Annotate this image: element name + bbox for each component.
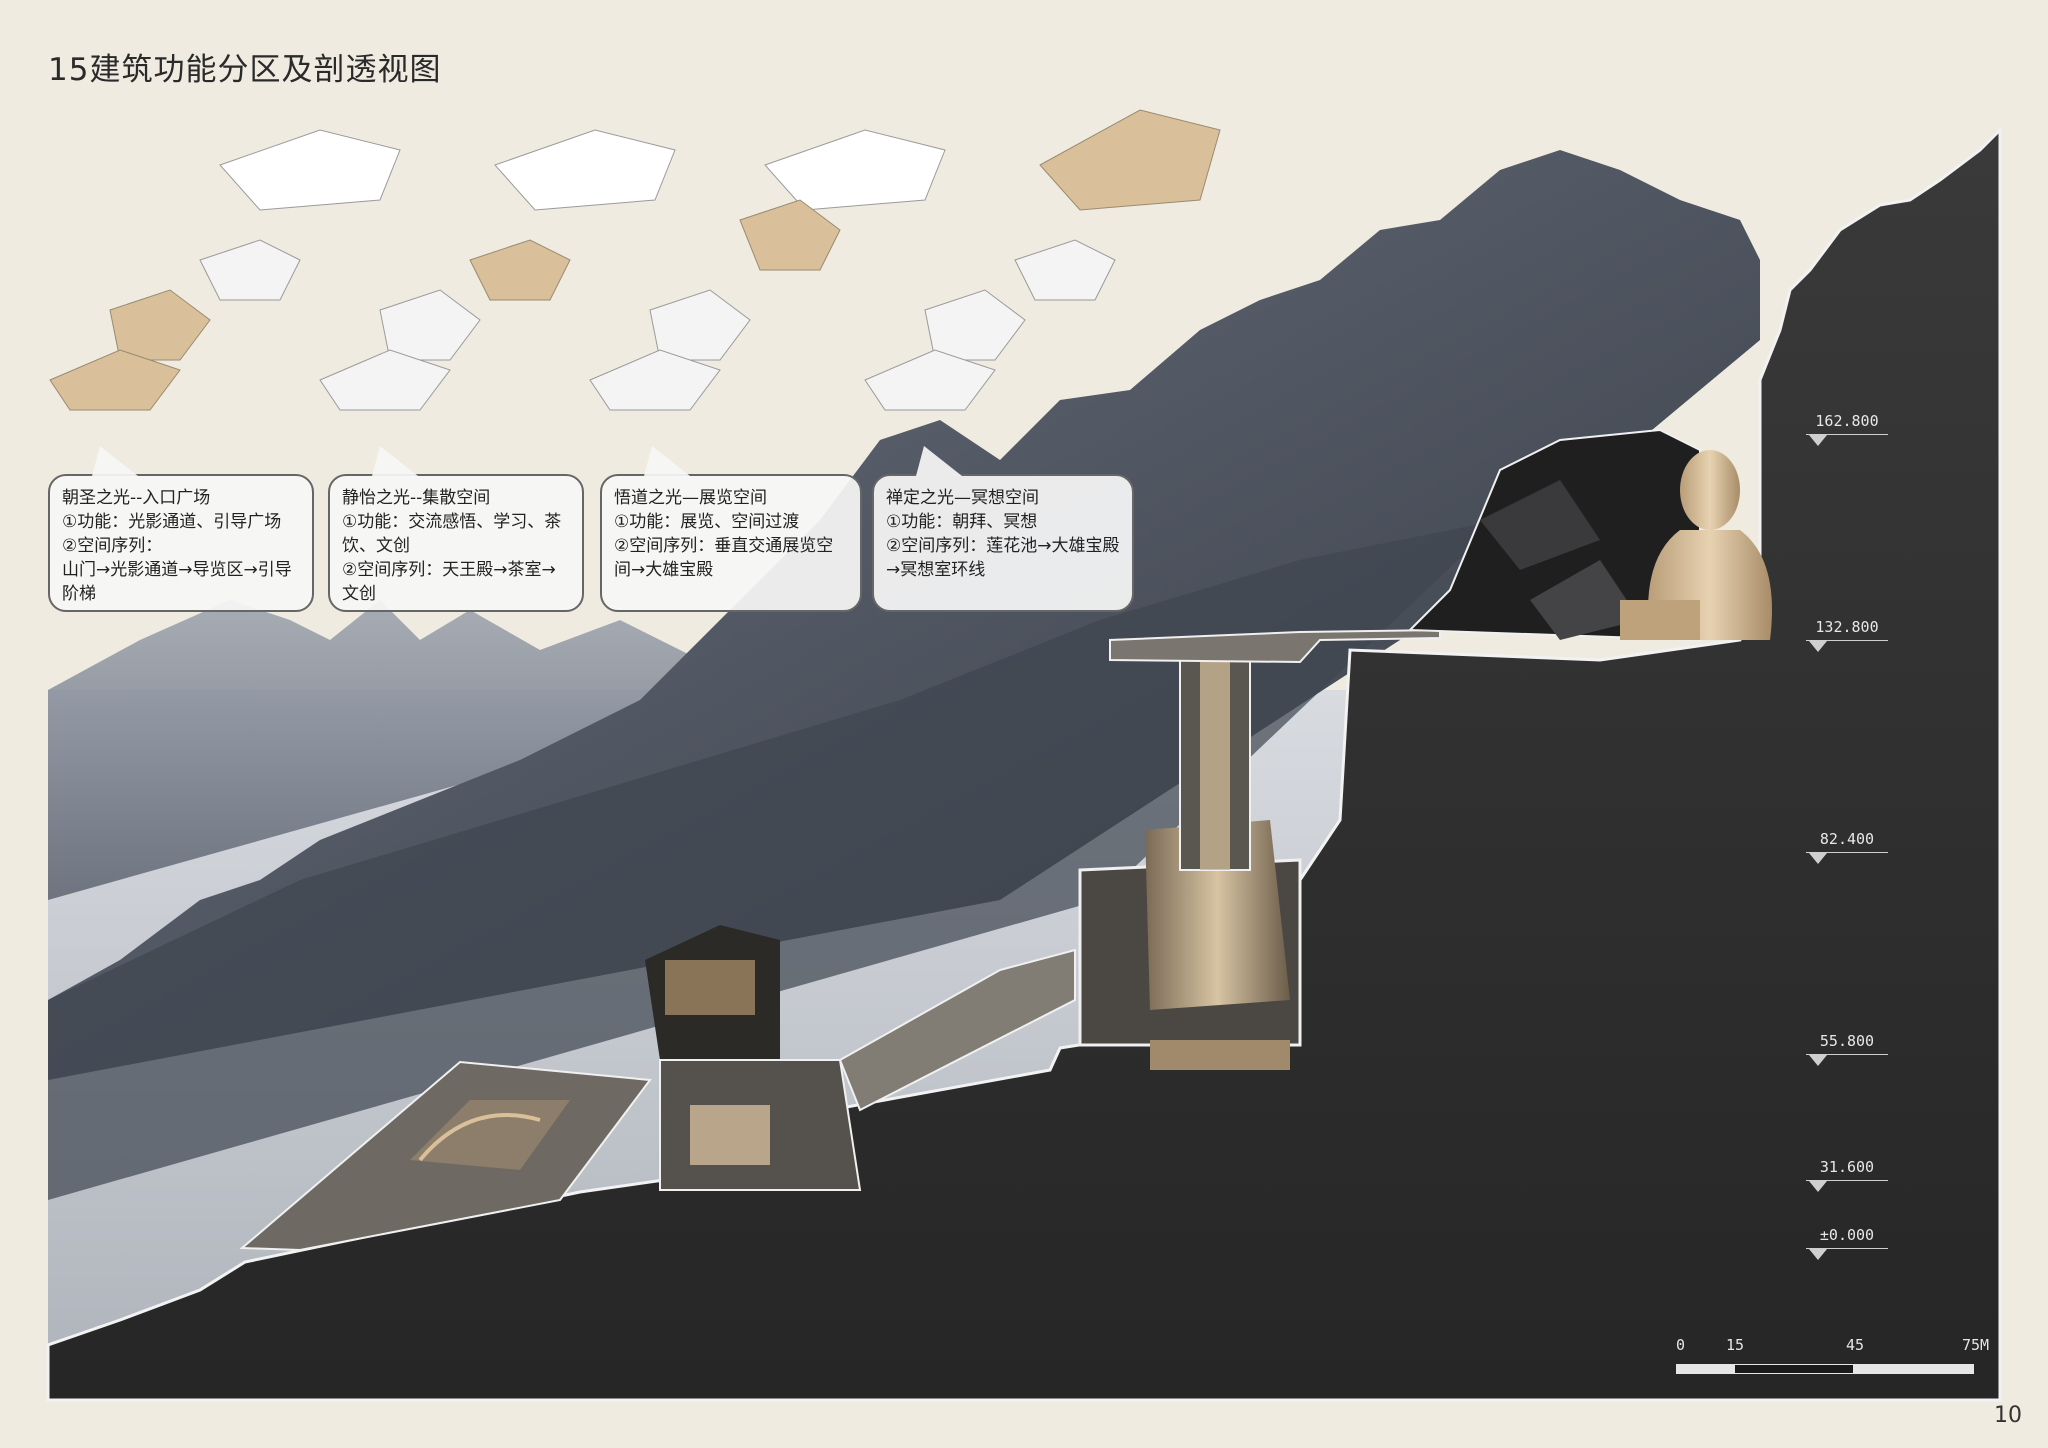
top-deck bbox=[1109, 628, 1441, 664]
scale-tick: 0 bbox=[1676, 1336, 1686, 1354]
elevation-triangle-icon bbox=[1809, 641, 1827, 652]
elevation-triangle-icon bbox=[1809, 1249, 1827, 1260]
elevation-label: 55.800 bbox=[1819, 1032, 1875, 1050]
entrance-plaza bbox=[239, 1060, 652, 1252]
axonometric-3 bbox=[589, 129, 946, 411]
scale-tick: 15 bbox=[1726, 1336, 1745, 1354]
buddha-statue bbox=[1620, 450, 1772, 640]
elevation-label: 132.800 bbox=[1815, 618, 1879, 636]
zone-line: ②空间序列：天王殿→茶室→文创 bbox=[342, 560, 556, 604]
elevation-marker: 31.600 bbox=[1806, 1158, 1888, 1192]
exhibition-tower bbox=[1078, 640, 1302, 1070]
zone-line: ①功能：朝拜、冥想 bbox=[886, 512, 1038, 532]
zone-line: ①功能：光影通道、引导广场 bbox=[62, 512, 282, 532]
elevation-triangle-icon bbox=[1809, 853, 1827, 864]
zone-bubble-meditation: 禅定之光—冥想空间 ①功能：朝拜、冥想 ②空间序列：莲花池→大雄宝殿→冥想室环线 bbox=[872, 446, 1134, 612]
elevation-triangle-icon bbox=[1809, 1055, 1827, 1066]
zone-bubble-entrance: 朝圣之光--入口广场 ①功能：光影通道、引导广场 ②空间序列： 山门→光影通道→… bbox=[48, 446, 314, 612]
scale-tick: 45 bbox=[1846, 1336, 1865, 1354]
gate-hall bbox=[645, 925, 862, 1191]
zone-title: 朝圣之光--入口广场 bbox=[62, 488, 211, 508]
page-number: 10 bbox=[1994, 1403, 2022, 1428]
scale-tick: 75M bbox=[1962, 1336, 1990, 1354]
ramp-corridor bbox=[838, 948, 1076, 1112]
zone-title: 静怡之光--集散空间 bbox=[342, 488, 491, 508]
elevation-label: ±0.000 bbox=[1819, 1226, 1875, 1244]
zone-line: ②空间序列：莲花池→大雄宝殿→冥想室环线 bbox=[886, 536, 1120, 580]
page-title: 15建筑功能分区及剖透视图 bbox=[48, 52, 442, 88]
zoning-axonometrics bbox=[49, 109, 1221, 411]
axonometric-1 bbox=[49, 129, 401, 411]
elevation-label: 82.400 bbox=[1819, 830, 1875, 848]
elevation-label: 162.800 bbox=[1815, 412, 1879, 430]
scale-segment bbox=[1676, 1364, 1734, 1374]
elevation-marker: 132.800 bbox=[1806, 618, 1888, 652]
meditation-hall bbox=[1407, 428, 1701, 642]
zone-line: ②空间序列： bbox=[62, 536, 163, 556]
elevation-marker: 82.400 bbox=[1806, 830, 1888, 864]
scale-bar: 0 15 45 75M bbox=[1676, 1336, 1990, 1386]
zone-title: 悟道之光—展览空间 bbox=[614, 488, 767, 508]
axonometric-2 bbox=[319, 129, 676, 411]
zone-title: 禅定之光—冥想空间 bbox=[886, 488, 1039, 508]
zone-line: ①功能：展览、空间过渡 bbox=[614, 512, 800, 532]
elevation-marker: 162.800 bbox=[1806, 412, 1888, 446]
zone-line: 山门→光影通道→导览区→引导阶梯 bbox=[62, 560, 292, 604]
zone-line: ②空间序列：垂直交通展览空间→大雄宝殿 bbox=[614, 536, 834, 580]
elevation-marker: ±0.000 bbox=[1806, 1226, 1888, 1260]
zone-bubble-gathering: 静怡之光--集散空间 ①功能：交流感悟、学习、茶饮、文创 ②空间序列：天王殿→茶… bbox=[328, 446, 584, 612]
axonometric-4 bbox=[864, 109, 1221, 411]
zone-bubble-exhibition: 悟道之光—展览空间 ①功能：展览、空间过渡 ②空间序列：垂直交通展览空间→大雄宝… bbox=[600, 446, 862, 612]
elevation-marker: 55.800 bbox=[1806, 1032, 1888, 1066]
elevation-label: 31.600 bbox=[1819, 1158, 1875, 1176]
elevation-triangle-icon bbox=[1809, 435, 1827, 446]
elevation-triangle-icon bbox=[1809, 1181, 1827, 1192]
scale-segment bbox=[1854, 1364, 1974, 1374]
scale-segment bbox=[1734, 1364, 1854, 1374]
zone-line: ①功能：交流感悟、学习、茶饮、文创 bbox=[342, 512, 562, 556]
